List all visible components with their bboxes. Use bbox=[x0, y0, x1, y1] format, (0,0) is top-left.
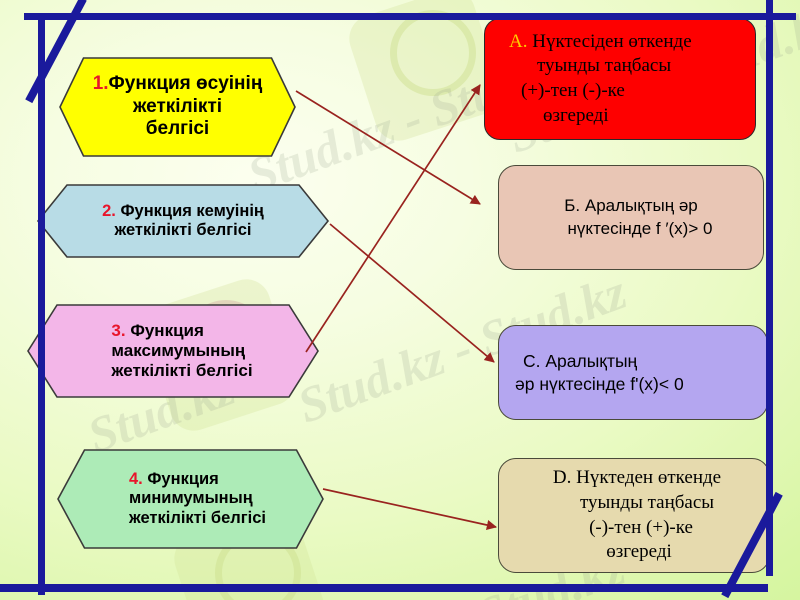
shape-4-line-3: жеткілікті белгісі bbox=[128, 508, 266, 527]
box-d-line-2: туынды таңбасы bbox=[579, 491, 715, 513]
shape-4-line-2: минимумының bbox=[128, 489, 253, 508]
arrow-shape4-to-boxd bbox=[322, 488, 497, 531]
shape-1-function-increasing[interactable]: 1.Функция өсуінің жеткілікті белгісі bbox=[60, 58, 295, 156]
shape-1-line-2: жеткілікті bbox=[132, 95, 223, 117]
box-d-line-3: (-)-тен (+)-ке bbox=[589, 516, 693, 538]
box-a-line-3: (+)-тен (-)-ке bbox=[521, 80, 625, 101]
box-d-label: D. bbox=[552, 467, 572, 489]
arrow-shape2-to-boxc bbox=[329, 223, 495, 363]
shape-2-line-2: жеткілікті белгісі bbox=[114, 221, 252, 239]
arrow-shape3-to-boxa bbox=[305, 84, 481, 353]
box-a-derivative-plus-to-minus[interactable]: A. Нүктесіден өткенде туынды таңбасы (+)… bbox=[484, 18, 756, 140]
shape-1-line-1: Функция өсуінің bbox=[108, 73, 263, 95]
shape-4-function-minimum[interactable]: 4. Функция минимумының жеткілікті белгіс… bbox=[58, 450, 323, 548]
box-c-label: C. bbox=[523, 350, 541, 371]
frame-line-left bbox=[38, 20, 45, 595]
frame-line-bottom bbox=[0, 584, 768, 592]
arrow-shape1-to-boxb bbox=[295, 90, 481, 205]
box-a-label: A. bbox=[509, 30, 528, 52]
watermark-blob bbox=[343, 0, 507, 147]
shape-3-line-3: жеткілікті белгісі bbox=[111, 361, 253, 381]
box-d-derivative-minus-to-plus[interactable]: D. Нүктеден өткенде туынды таңбасы (-)-т… bbox=[498, 458, 770, 573]
box-c-derivative-negative[interactable]: C. Аралықтың әр нүктесінде f'(x)< 0 bbox=[498, 325, 768, 420]
box-b-derivative-positive[interactable]: Б. Аралықтың әр нүктесінде f ′(x)> 0 bbox=[498, 165, 764, 270]
shape-2-function-decreasing[interactable]: 2. Функция кемуінің жеткілікті белгісі bbox=[38, 185, 328, 257]
shape-1-line-3: белгісі bbox=[145, 118, 210, 140]
box-d-line-1: Нүктеден өткенде bbox=[576, 467, 722, 489]
box-b-line-1: Аралықтың әр bbox=[584, 196, 698, 216]
box-b-label: Б. bbox=[564, 196, 581, 216]
shape-3-line-2: максимумының bbox=[111, 340, 246, 360]
box-a-line-1: Нүктесіден өткенде bbox=[532, 30, 692, 52]
box-c-line-1: Аралықтың bbox=[545, 350, 638, 371]
box-a-line-2: туынды таңбасы bbox=[537, 55, 672, 77]
shape-3-line-1: Функция bbox=[130, 320, 204, 340]
shape-4-line-1: Функция bbox=[147, 469, 219, 488]
shape-2-number: 2. bbox=[102, 201, 116, 220]
watermark-ring bbox=[390, 10, 476, 96]
shape-1-number: 1. bbox=[92, 73, 109, 95]
box-c-line-2: әр нүктесінде f'(x)< 0 bbox=[515, 373, 684, 394]
shape-3-number: 3. bbox=[111, 320, 126, 340]
box-b-line-2: нүктесінде f ′(x)> 0 bbox=[567, 218, 713, 238]
box-a-line-4: өзгереді bbox=[543, 104, 609, 126]
shape-3-function-maximum[interactable]: 3. Функция максимумының жеткілікті белгі… bbox=[28, 305, 318, 397]
shape-4-number: 4. bbox=[128, 469, 143, 488]
box-d-line-4: өзгереді bbox=[606, 541, 672, 563]
shape-2-line-1: Функция кемуінің bbox=[120, 201, 264, 220]
